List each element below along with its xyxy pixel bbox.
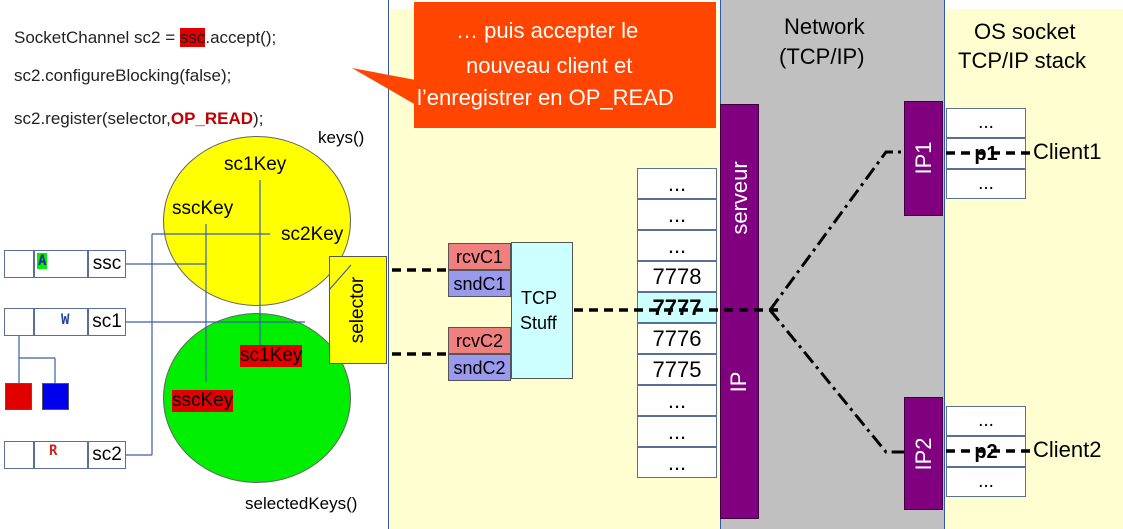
selector-label: selector — [347, 276, 368, 344]
client1-port-cell: p1 — [946, 138, 1026, 169]
keys-item-sc2key: sc2Key — [281, 224, 344, 245]
left-panel — [0, 0, 389, 529]
network-title-1: Network — [784, 14, 865, 39]
channel-name-cell: sc1 — [88, 308, 126, 336]
snd-buffer-label: sndC1 — [453, 274, 506, 294]
channel-row-ssc — [4, 250, 34, 278]
flag-read: R — [49, 443, 58, 459]
port-cell: ... — [637, 385, 717, 416]
callout-bubble — [414, 2, 716, 128]
snd-buffer-c2: sndC2 — [448, 354, 511, 381]
client2-ip-bar — [904, 397, 943, 510]
port-cell-listening: 7777 — [637, 292, 717, 323]
selected-item-ssckey: sscKey — [172, 390, 234, 412]
port-cell: ... — [637, 168, 717, 199]
callout-line-1: … puis accepter le — [456, 18, 639, 43]
code-text: ); — [253, 109, 264, 128]
client2-label: Client2 — [1033, 437, 1102, 462]
port-cell: 7775 — [637, 354, 717, 385]
os-title-2: TCP/IP stack — [958, 48, 1086, 73]
channel-row-sc2 — [4, 441, 34, 469]
client1-cell: ... — [946, 169, 1026, 199]
snd-buffer-c1: sndC1 — [448, 270, 511, 297]
selected-item-sc1key: sc1Key — [240, 345, 303, 367]
code-line-accept: SocketChannel sc2 = ssc.accept(); — [14, 28, 276, 48]
callout-line-3: l’enregistrer en OP_READ — [417, 85, 674, 110]
client1-label: Client1 — [1033, 139, 1102, 164]
rcv-buffer-c1: rcvC1 — [448, 243, 511, 270]
client2-cell: ... — [946, 406, 1026, 436]
channel-name-cell: ssc — [88, 250, 126, 278]
keys-item-ssckey: sscKey — [172, 198, 234, 219]
client2-port-cell: p2 — [946, 436, 1026, 467]
keys-set-ellipse — [163, 136, 351, 306]
port-cell: ... — [637, 230, 717, 261]
channel-flag-cell: W — [34, 308, 88, 336]
code-text: sc2.register(selector, — [14, 109, 171, 128]
port-cell: 7776 — [637, 323, 717, 354]
port-cell: ... — [637, 447, 717, 478]
server-bar-label: serveur — [727, 161, 752, 235]
keys-label: keys() — [318, 128, 365, 147]
blue-square — [42, 383, 69, 410]
callout-line-2: nouveau client et — [466, 53, 633, 78]
code-ssc-highlight: ssc — [179, 28, 206, 47]
snd-buffer-label: sndC2 — [453, 358, 506, 378]
code-text: .accept(); — [205, 28, 277, 47]
client2-ip-label: IP2 — [911, 437, 936, 471]
keys-item-sc1key: sc1Key — [224, 154, 287, 175]
client1-ip-label: IP1 — [911, 141, 936, 175]
client1-cell: ... — [946, 108, 1026, 138]
code-line-configure: sc2.configureBlocking(false); — [14, 66, 232, 85]
flag-accept: A — [37, 253, 48, 269]
port-cell: 7778 — [637, 261, 717, 292]
port-cell: ... — [637, 416, 717, 447]
tcp-stuff-line-2: Stuff — [520, 313, 557, 333]
channel-flag-cell: R — [34, 441, 88, 469]
channel-flag-cell: A — [34, 250, 88, 278]
rcv-buffer-label: rcvC1 — [455, 247, 503, 267]
channel-row-sc1 — [4, 308, 34, 336]
code-text: SocketChannel sc2 = — [14, 28, 180, 47]
channel-name-cell: sc2 — [88, 441, 126, 469]
tcp-stuff-box — [511, 242, 573, 379]
rcv-buffer-label: rcvC2 — [455, 331, 503, 351]
network-title-2: (TCP/IP) — [779, 44, 865, 69]
tcp-stuff-line-1: TCP — [521, 288, 557, 308]
client2-cell: ... — [946, 467, 1026, 497]
port-cell: ... — [637, 199, 717, 230]
red-square — [5, 383, 32, 410]
code-line-register: sc2.register(selector,OP_READ); — [14, 109, 263, 129]
client1-ip-bar — [904, 101, 943, 216]
selected-keys-label: selectedKeys() — [245, 494, 358, 513]
rcv-buffer-c2: rcvC2 — [448, 327, 511, 354]
os-title-1: OS socket — [974, 19, 1076, 44]
server-ip-label: IP — [726, 371, 751, 393]
flag-write: W — [61, 312, 70, 328]
code-op-read: OP_READ — [170, 109, 254, 128]
